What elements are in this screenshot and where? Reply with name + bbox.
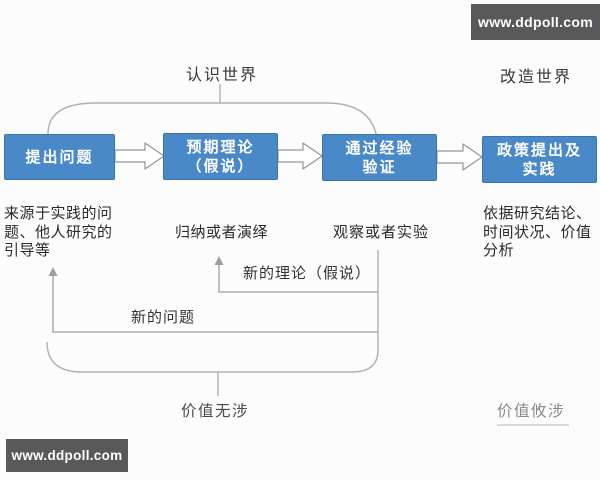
value-laden-underline <box>497 424 569 426</box>
arrow-right-icon <box>436 143 483 171</box>
arrow-right-icon <box>114 142 165 170</box>
cycle-bracket-top <box>47 102 379 151</box>
annotation-policy-basis: 依据研究结论、 时间状况、价值 分析 <box>483 205 592 259</box>
annotation-question-source: 来源于实践的问 题、他人研究的 引导等 <box>4 205 113 259</box>
arrow-up-icon <box>48 267 58 276</box>
cycle-bracket-bottom <box>46 250 379 373</box>
annotation-induction-deduction: 归纳或者演绎 <box>175 224 269 241</box>
watermark-top: www.ddpoll.com <box>471 4 600 40</box>
feedback-line-new-theory <box>218 263 378 293</box>
label-cognize-world: 认识世界 <box>186 67 259 84</box>
label-value-laden: 价值攸涉 <box>497 403 566 420</box>
label-new-problem: 新的问题 <box>131 309 196 326</box>
flow-box-raise-question: 提出问题 <box>4 134 115 180</box>
arrow-up-icon <box>214 256 224 265</box>
flow-box-expected-theory: 预期理论 （假说） <box>163 133 278 180</box>
flow-box-policy-practice: 政策提出及 实践 <box>482 136 597 183</box>
label-value-free: 价值无涉 <box>181 403 250 420</box>
label-transform-world: 改造世界 <box>500 69 573 86</box>
feedback-line-new-problem <box>52 274 378 333</box>
arrow-right-icon <box>277 142 323 170</box>
annotation-observation-experiment: 观察或者实验 <box>333 224 430 241</box>
watermark-bottom: www.ddpoll.com <box>6 439 128 472</box>
label-new-theory: 新的理论（假说） <box>243 265 372 282</box>
flow-box-empirical-verification: 通过经验 验证 <box>322 134 437 181</box>
